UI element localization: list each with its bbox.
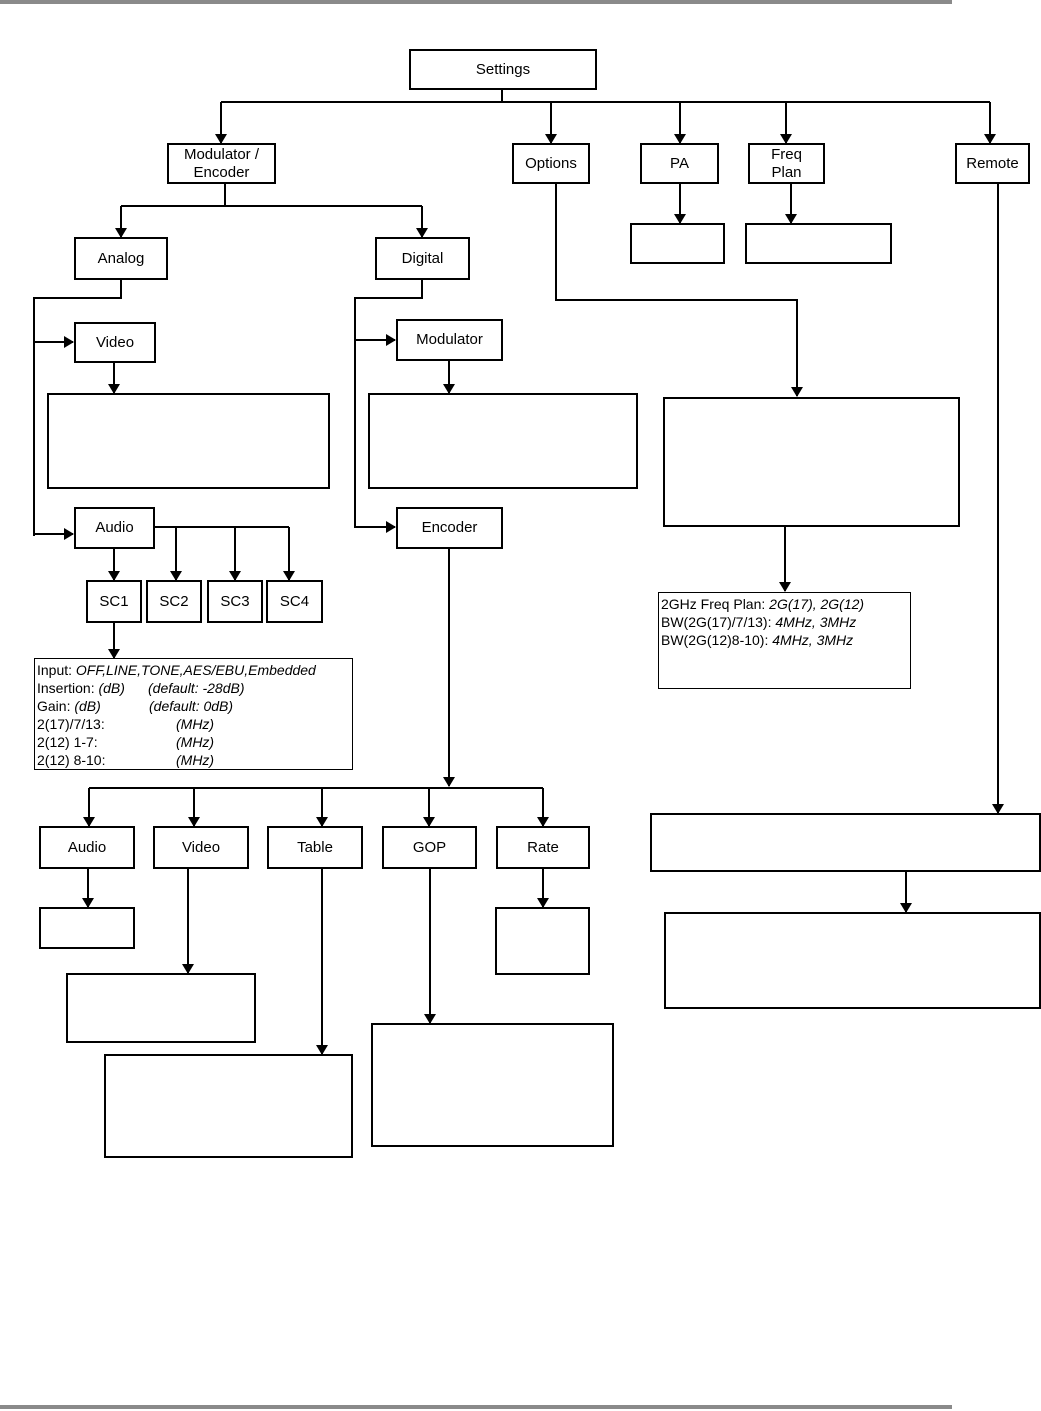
band-2-17-label: 2(17)/7/13: (37, 716, 105, 732)
analog-video-node: Video (74, 322, 156, 363)
gain-default: (default: 0dB) (149, 698, 234, 714)
rate-detail-box (495, 907, 590, 975)
sc1-settings-panel: Input: OFF,LINE,TONE,AES/EBU,Embedded In… (34, 658, 353, 770)
bottom-rule (0, 1405, 952, 1409)
band-2-12-low-label: 2(12) 1-7: (37, 734, 98, 750)
pa-node: PA (640, 143, 719, 184)
freq-plan-label: 2GHz Freq Plan: (661, 596, 766, 612)
encoder-video-detail-box (66, 973, 256, 1043)
analog-audio-node: Audio (74, 507, 155, 549)
input-values: OFF,LINE,TONE,AES/EBU,Embedded (75, 662, 316, 678)
sc4-node: SC4 (266, 580, 323, 623)
modulator-detail-box (368, 393, 638, 489)
encoder-audio-node: Audio (39, 826, 135, 869)
band-2-12-high-label: 2(12) 8-10: (37, 752, 106, 768)
options-node: Options (512, 143, 590, 184)
gain-label: Gain: (37, 698, 71, 714)
band-2-12-high-unit: (MHz) (176, 752, 215, 768)
encoder-video-node: Video (153, 826, 249, 869)
bw-2g12-label: BW(2G(12)8-10): (661, 632, 769, 648)
top-rule (0, 0, 952, 4)
band-2-17-unit: (MHz) (176, 716, 215, 732)
rate-node: Rate (496, 826, 590, 869)
table-node: Table (267, 826, 363, 869)
gop-node: GOP (382, 826, 477, 869)
encoder-audio-detail-box (39, 907, 135, 949)
insertion-default: (default: -28dB) (148, 680, 245, 696)
bw-2g17-label: BW(2G(17)/7/13): (661, 614, 772, 630)
remote-detail-box (650, 813, 1041, 872)
modulator-node: Modulator (396, 319, 503, 361)
analog-node: Analog (74, 237, 168, 280)
settings-node: Settings (409, 49, 597, 90)
options-detail-box (663, 397, 960, 527)
band-2-12-low-unit: (MHz) (176, 734, 215, 750)
modulator-encoder-node: Modulator / Encoder (167, 143, 276, 184)
freq-plan-values: 2G(17), 2G(12) (769, 596, 865, 612)
encoder-node: Encoder (396, 507, 503, 549)
gop-detail-box (371, 1023, 614, 1147)
pa-detail-box (630, 223, 725, 264)
gain-unit: (dB) (74, 698, 101, 714)
bw-2g12-values: 4MHz, 3MHz (772, 632, 854, 648)
sc3-node: SC3 (207, 580, 263, 623)
remote-node: Remote (955, 143, 1030, 184)
remote-sub-detail-box (664, 912, 1041, 1009)
digital-node: Digital (375, 237, 470, 280)
sc1-node: SC1 (86, 580, 142, 623)
analog-video-detail-box (47, 393, 330, 489)
freq-plan-node: Freq Plan (748, 143, 825, 184)
sc2-node: SC2 (146, 580, 202, 623)
options-freq-plan-panel: 2GHz Freq Plan: 2G(17), 2G(12) BW(2G(17)… (658, 592, 911, 689)
input-label: Input: (37, 662, 73, 678)
bw-2g17-values: 4MHz, 3MHz (775, 614, 857, 630)
table-detail-box (104, 1054, 353, 1158)
insertion-unit: (dB) (98, 680, 125, 696)
insertion-label: Insertion: (37, 680, 95, 696)
freq-plan-detail-box (745, 223, 892, 264)
